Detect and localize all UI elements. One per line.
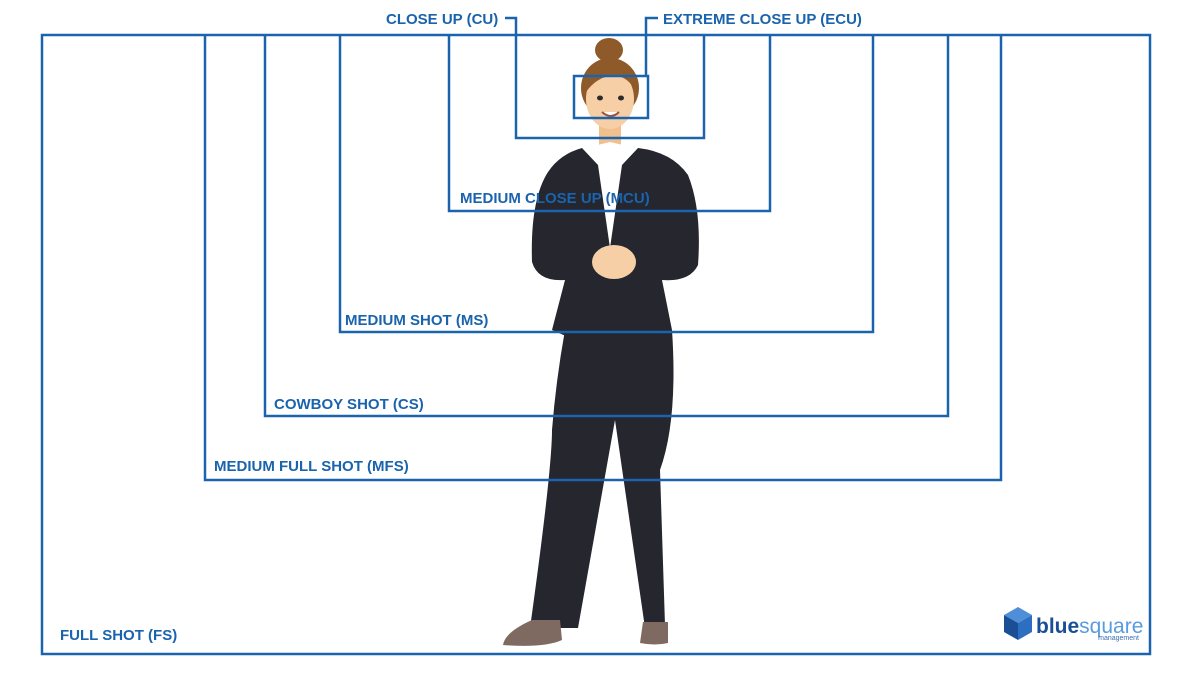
frame-ms bbox=[338, 35, 875, 334]
cube-icon bbox=[1004, 607, 1032, 640]
hair-bun bbox=[595, 38, 623, 62]
label-cs: COWBOY SHOT (CS) bbox=[274, 396, 424, 413]
logo-word: bluesquare bbox=[1036, 615, 1143, 638]
label-mfs: MEDIUM FULL SHOT (MFS) bbox=[214, 458, 409, 475]
label-ecu: EXTREME CLOSE UP (ECU) bbox=[663, 11, 862, 28]
hands bbox=[592, 245, 636, 279]
shirt-collar bbox=[585, 142, 636, 185]
left-eye bbox=[597, 95, 603, 101]
mouth bbox=[601, 111, 620, 117]
hair-fringe bbox=[586, 64, 635, 92]
frame-mfs bbox=[203, 35, 1003, 482]
bluesquare-logo: bluesquare management bbox=[1004, 607, 1143, 642]
frame-cu bbox=[505, 16, 706, 140]
woman-figure bbox=[503, 38, 699, 646]
frame-ecu bbox=[572, 16, 658, 120]
frame-mcu bbox=[447, 35, 772, 213]
label-cu: CLOSE UP (CU) bbox=[386, 11, 498, 28]
right-eye bbox=[618, 95, 624, 101]
face bbox=[586, 69, 634, 129]
frame-cs bbox=[263, 35, 950, 418]
label-fs: FULL SHOT (FS) bbox=[60, 627, 177, 644]
label-ms: MEDIUM SHOT (MS) bbox=[345, 312, 488, 329]
right-shoe bbox=[640, 622, 668, 645]
left-shoe bbox=[503, 620, 562, 646]
jacket bbox=[531, 148, 699, 340]
label-mcu: MEDIUM CLOSE UP (MCU) bbox=[460, 190, 650, 207]
frame-fs bbox=[40, 33, 1152, 656]
logo-subtitle: management bbox=[1098, 635, 1139, 642]
